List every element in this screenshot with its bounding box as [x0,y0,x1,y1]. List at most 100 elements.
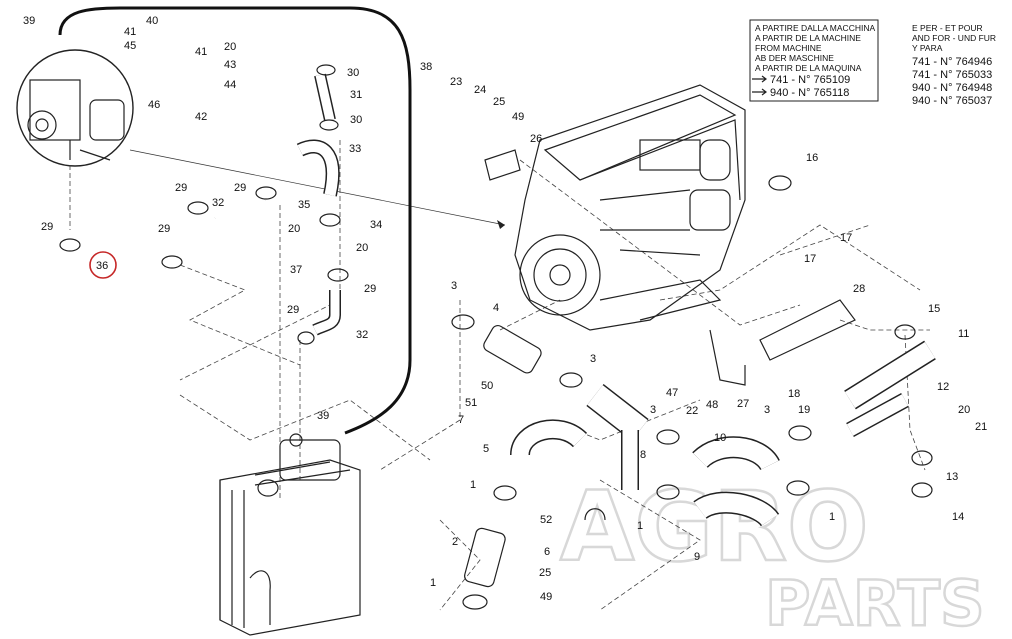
callout-label-1[interactable]: 1 [637,520,643,532]
callout-label-3[interactable]: 3 [590,353,596,365]
callout-label-15[interactable]: 15 [928,303,940,315]
info-model-1: 741 - N° 765109 [770,74,850,86]
callout-label-3[interactable]: 3 [451,280,457,292]
callout-36-label: 36 [96,260,108,272]
expansion-tank [279,439,341,481]
callout-label-14[interactable]: 14 [952,511,964,523]
info-right-line-3: Y PARA [912,43,943,53]
callout-label-34[interactable]: 34 [370,219,382,231]
callout-label-21[interactable]: 21 [975,421,987,433]
callout-label-4[interactable]: 4 [493,302,499,314]
callout-label-6[interactable]: 6 [544,546,550,558]
callout-label-16[interactable]: 16 [806,152,818,164]
callout-label-20[interactable]: 20 [356,242,368,254]
callout-label-29[interactable]: 29 [234,182,246,194]
arrow-icon [752,88,767,96]
info-line-1: A PARTIRE DALLA MACCHINA [755,23,875,33]
callout-label-12[interactable]: 12 [937,381,949,393]
info-right-line-1: E PER - ET POUR [912,23,983,33]
callout-label-35[interactable]: 35 [298,199,310,211]
info-right-model-4: 940 - N° 765037 [912,95,992,107]
callout-label-8[interactable]: 8 [640,449,646,461]
callout-label-30[interactable]: 30 [350,114,362,126]
callout-label-17[interactable]: 17 [840,232,852,244]
callout-label-2[interactable]: 2 [452,536,458,548]
clip-52 [584,508,606,521]
callout-label-29[interactable]: 29 [287,304,299,316]
clamps [59,64,933,610]
callout-label-1[interactable]: 1 [829,511,835,523]
callout-label-22[interactable]: 22 [686,405,698,417]
arrow-icon [752,75,767,83]
callout-label-25[interactable]: 25 [493,96,505,108]
callout-label-41[interactable]: 41 [124,26,136,38]
callout-label-1[interactable]: 1 [470,479,476,491]
callout-label-20[interactable]: 20 [288,223,300,235]
callout-label-47[interactable]: 47 [666,387,678,399]
info-right-model-1: 741 - N° 764946 [912,56,992,68]
watermark-line2: PARTS [765,567,985,639]
info-right: E PER - ET POUR AND FOR - UND FUR Y PARA… [912,23,996,107]
bracket-28 [759,299,856,361]
callout-label-23[interactable]: 23 [450,76,462,88]
info-right-line-2: AND FOR - UND FUR [912,33,996,43]
callout-label-50[interactable]: 50 [481,380,493,392]
hoses [61,73,936,588]
callout-label-29[interactable]: 29 [175,182,187,194]
callout-label-29[interactable]: 29 [364,283,376,295]
info-line-3: FROM MACHINE [755,43,822,53]
callout-label-9[interactable]: 9 [694,551,700,563]
callout-label-31[interactable]: 31 [350,89,362,101]
callout-label-51[interactable]: 51 [465,397,477,409]
callout-label-20[interactable]: 20 [224,41,236,53]
callout-label-27[interactable]: 27 [737,398,749,410]
callout-label-19[interactable]: 19 [798,404,810,416]
callout-label-5[interactable]: 5 [483,443,489,455]
callout-label-3[interactable]: 3 [764,404,770,416]
callout-label-39[interactable]: 39 [23,15,35,27]
callout-label-40[interactable]: 40 [146,15,158,27]
watermark-line1: AGRO [560,471,869,583]
callout-label-49[interactable]: 49 [512,111,524,123]
callout-label-44[interactable]: 44 [224,79,236,91]
bracket-27 [709,329,746,386]
callout-label-49[interactable]: 49 [540,591,552,603]
callout-label-33[interactable]: 33 [349,143,361,155]
callout-label-46[interactable]: 46 [148,99,160,111]
watermark: AGRO PARTS [559,470,986,639]
callout-label-39[interactable]: 39 [317,410,329,422]
callout-label-29[interactable]: 29 [41,221,53,233]
callout-label-25[interactable]: 25 [539,567,551,579]
callout-label-45[interactable]: 45 [124,40,136,52]
callout-label-30[interactable]: 30 [347,67,359,79]
callout-label-13[interactable]: 13 [946,471,958,483]
callout-label-26[interactable]: 26 [530,133,542,145]
callout-label-52[interactable]: 52 [540,514,552,526]
info-box: A PARTIRE DALLA MACCHINA A PARTIR DE LA … [749,19,879,102]
callout-label-38[interactable]: 38 [420,61,432,73]
callout-label-3[interactable]: 3 [650,404,656,416]
callout-label-41[interactable]: 41 [195,46,207,58]
callout-label-1[interactable]: 1 [430,577,436,589]
callout-label-24[interactable]: 24 [474,84,486,96]
callout-label-18[interactable]: 18 [788,388,800,400]
callout-label-7[interactable]: 7 [458,414,464,426]
callout-label-42[interactable]: 42 [195,111,207,123]
engine-detail-inset [16,49,506,229]
callout-label-20[interactable]: 20 [958,404,970,416]
callout-label-32[interactable]: 32 [356,329,368,341]
plate-26 [484,149,521,181]
callout-label-10[interactable]: 10 [714,432,726,444]
callout-label-37[interactable]: 37 [290,264,302,276]
callout-label-28[interactable]: 28 [853,283,865,295]
info-line-5: A PARTIR DE LA MAQUINA [755,63,862,73]
callout-label-29[interactable]: 29 [158,223,170,235]
callout-label-43[interactable]: 43 [224,59,236,71]
callout-label-17[interactable]: 17 [804,253,816,265]
info-model-2: 940 - N° 765118 [770,87,849,99]
engine-block [514,84,746,331]
callout-label-48[interactable]: 48 [706,399,718,411]
highlight-callout-36[interactable]: 36 [89,251,117,279]
callout-label-11[interactable]: 11 [958,328,969,340]
callout-label-32[interactable]: 32 [212,197,224,209]
